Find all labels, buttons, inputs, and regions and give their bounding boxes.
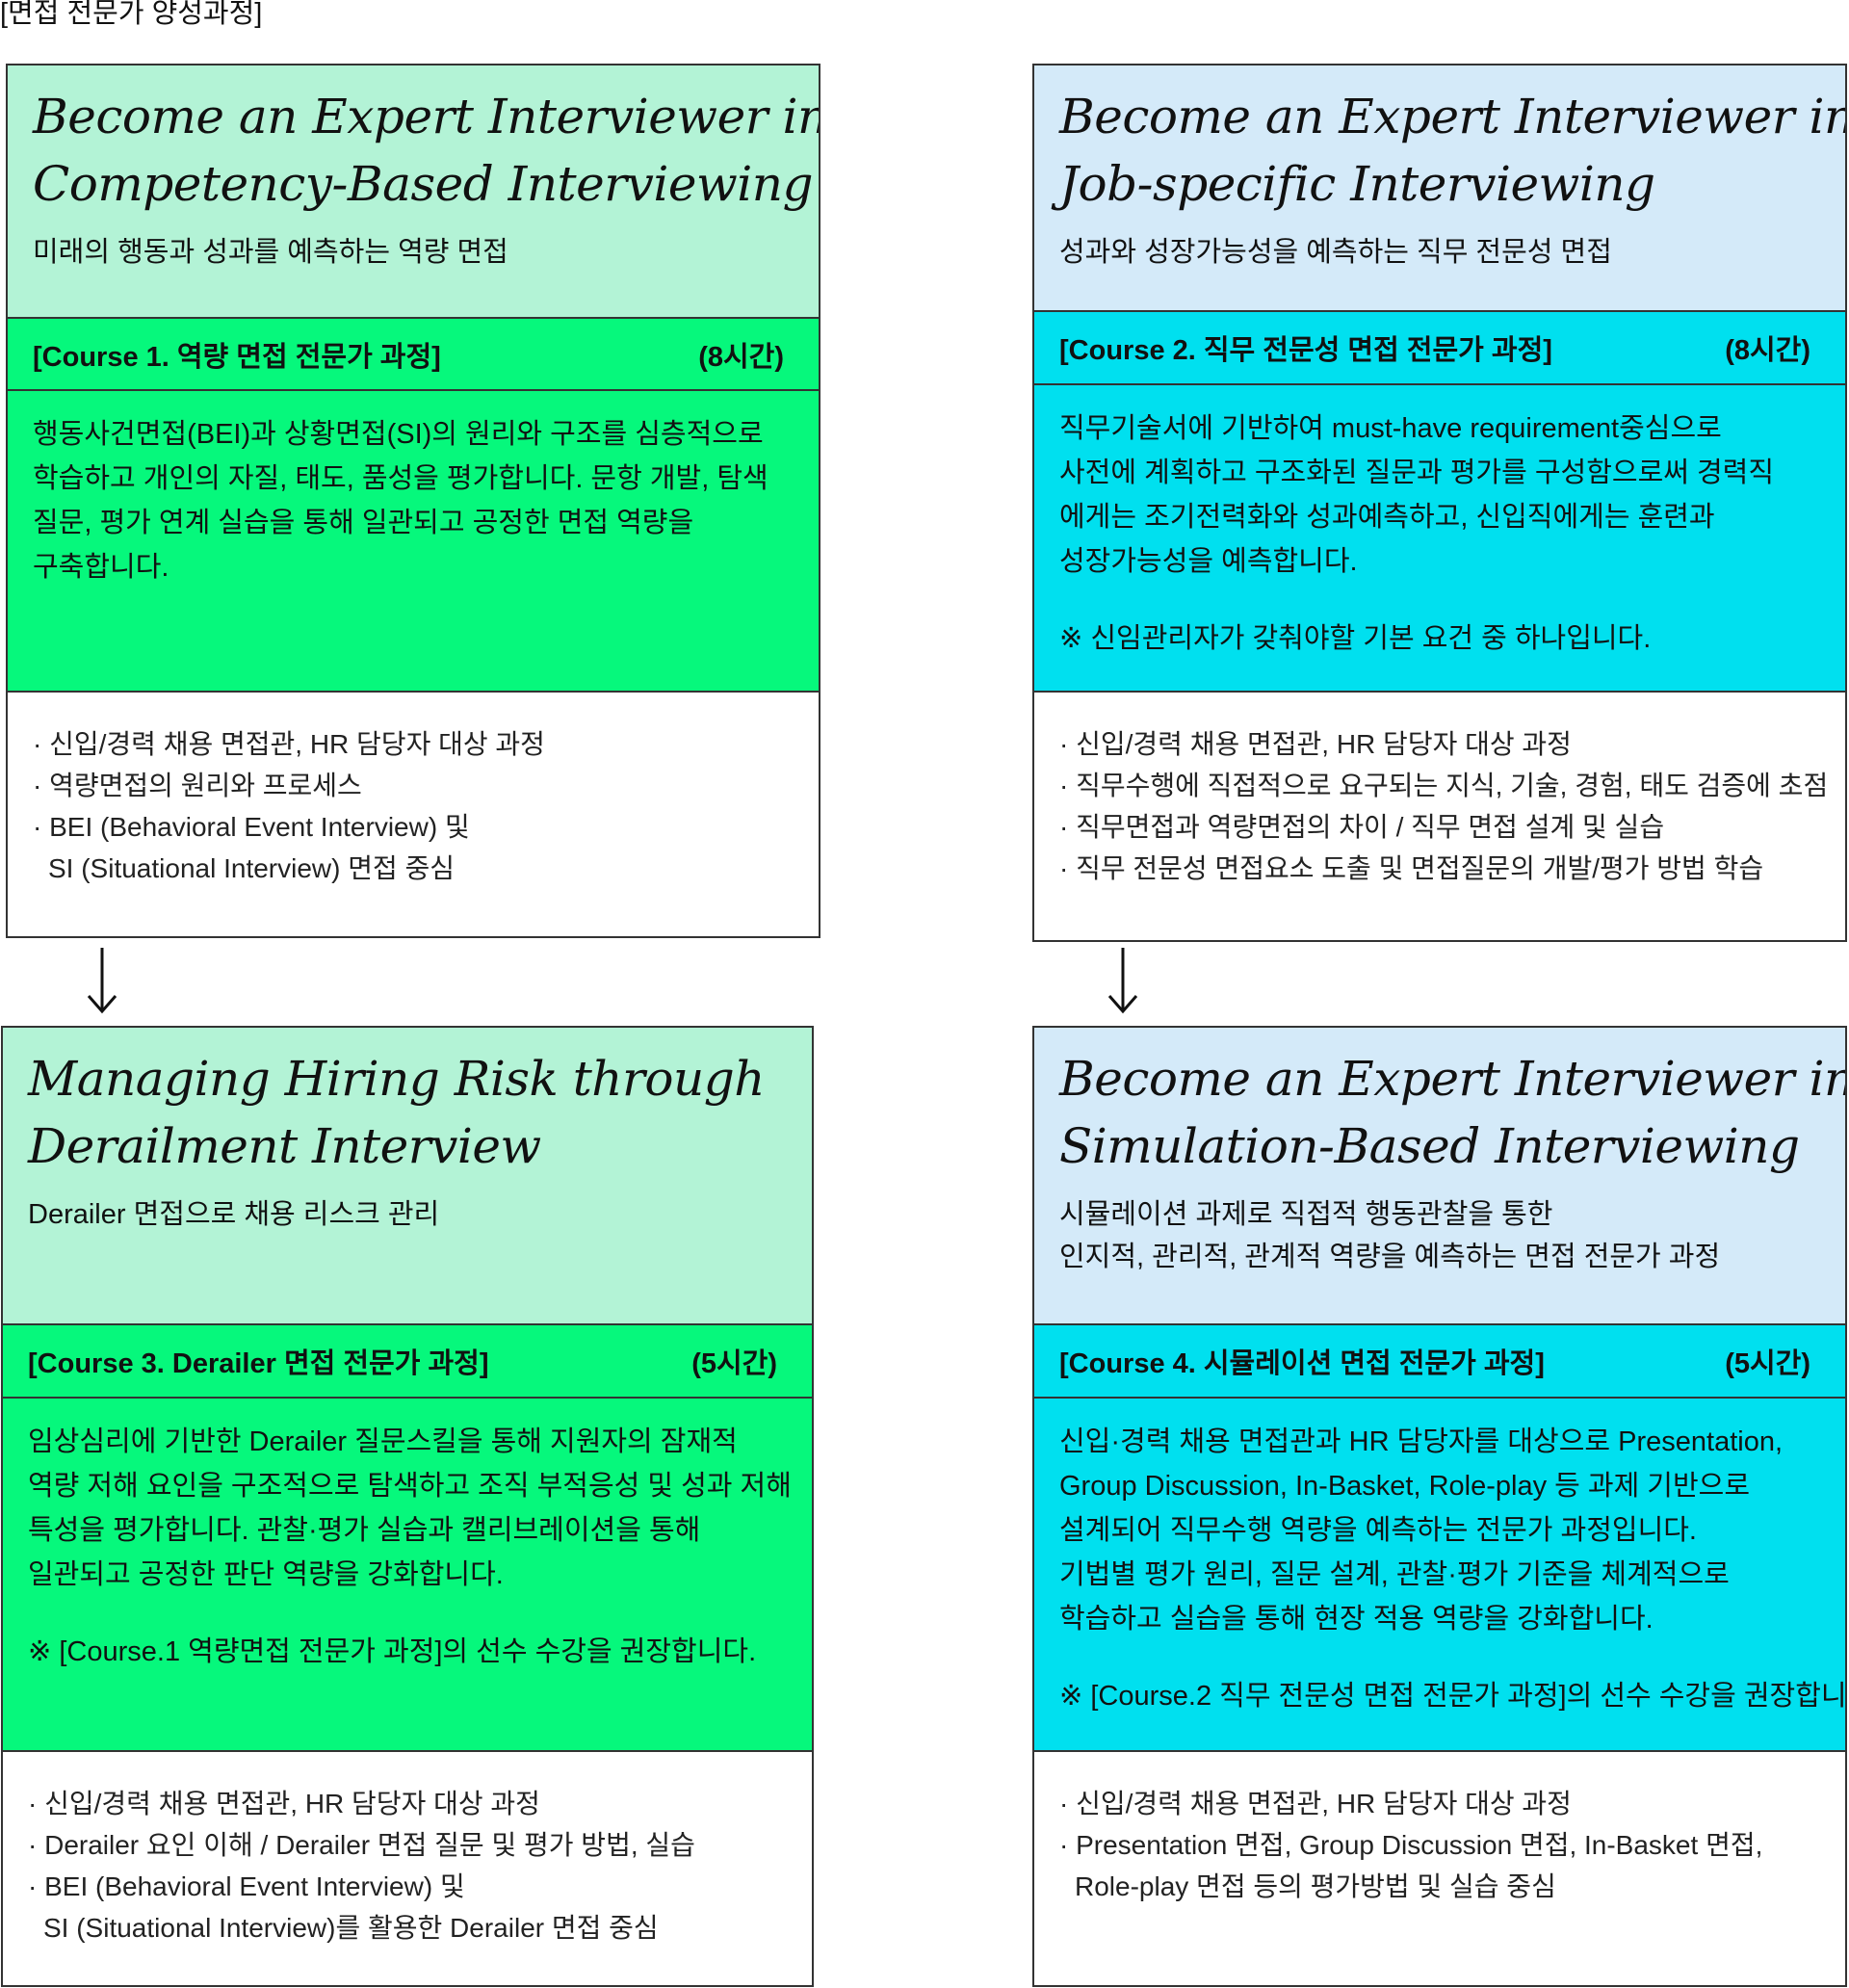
course-name: [Course 3. Derailer 면접 전문가 과정]	[28, 1348, 489, 1379]
card-title-line: Become an Expert Interviewer in	[33, 89, 819, 144]
description-line: 기법별 평가 원리, 질문 설계, 관찰·평가 기준을 체계적으로	[1059, 1559, 1730, 1590]
card-subtitle: 미래의 행동과 성과를 예측하는 역량 면접	[33, 231, 819, 274]
course-note: ※ [Course.2 직무 전문성 면접 전문가 과정]의 선수 수강을 권장…	[1059, 1681, 1845, 1712]
course-title-bar: [Course 4. 시뮬레이션 면접 전문가 과정] (5시간)	[1034, 1325, 1845, 1399]
course-hours: (5시간)	[1725, 1348, 1810, 1379]
list-item: · 직무면접과 역량면접의 차이 / 직무 면접 설계 및 실습	[1059, 812, 1665, 842]
course-title-bar: [Course 2. 직무 전문성 면접 전문가 과정] (8시간)	[1034, 312, 1845, 385]
card-subtitle-line: 인지적, 관리적, 관계적 역량을 예측하는 면접 전문가 과정	[1059, 1242, 1721, 1272]
card-title-line: Competency-Based Interviewing	[33, 156, 813, 212]
course-hours: (8시간)	[1725, 335, 1810, 366]
description-line: 신입·경력 채용 면접관과 HR 담당자를 대상으로 Presentation,	[1059, 1426, 1784, 1457]
description-line: 구축합니다.	[33, 552, 169, 583]
list-item: SI (Situational Interview) 면접 중심	[48, 853, 456, 883]
card-header: Become an Expert Interviewer in Job-speci…	[1034, 65, 1845, 312]
course-title-bar: [Course 3. Derailer 면접 전문가 과정] (5시간)	[3, 1325, 812, 1399]
list-item: · BEI (Behavioral Event Interview) 및	[33, 812, 470, 842]
card-header: Become an Expert Interviewer in Simulatio…	[1034, 1028, 1845, 1325]
description-line: 일관되고 공정한 판단 역량을 강화합니다.	[28, 1559, 504, 1590]
course-details-list: · 신입/경력 채용 면접관, HR 담당자 대상 과정 · Presentati…	[1034, 1752, 1845, 1985]
list-item: · 신입/경력 채용 면접관, HR 담당자 대상 과정	[1059, 729, 1572, 759]
list-item: · 신입/경력 채용 면접관, HR 담당자 대상 과정	[1059, 1789, 1572, 1818]
description-line: 임상심리에 기반한 Derailer 질문스킬을 통해 지원자의 잠재적	[28, 1426, 738, 1457]
course-hours: (5시간)	[691, 1348, 777, 1379]
description-line: 질문, 평가 연계 실습을 통해 일관되고 공정한 면접 역량을	[33, 508, 694, 538]
course-details-list: · 신입/경력 채용 면접관, HR 담당자 대상 과정 · 역량면접의 원리와 …	[8, 693, 819, 936]
card-subtitle: Derailer 면접으로 채용 리스크 관리	[28, 1193, 812, 1236]
arrow-down-icon	[1107, 948, 1138, 1014]
description-line: 역량 저해 요인을 구조적으로 탐색하고 조직 부적응성 및 성과 저해	[28, 1471, 792, 1502]
list-item: Role-play 면접 등의 평가방법 및 실습 중심	[1075, 1871, 1556, 1901]
course-card-job-specific: Become an Expert Interviewer in Job-speci…	[1032, 64, 1847, 942]
card-title-line: Derailment Interview	[28, 1118, 541, 1174]
list-item: · BEI (Behavioral Event Interview) 및	[28, 1871, 465, 1901]
card-subtitle-line: 시뮬레이션 과제로 직접적 행동관찰을 통한	[1059, 1199, 1553, 1230]
list-item: · 신입/경력 채용 면접관, HR 담당자 대상 과정	[33, 729, 545, 759]
description-line: 직무기술서에 기반하여 must-have requirement중심으로	[1059, 413, 1722, 444]
course-hours: (8시간)	[698, 341, 784, 373]
card-header: Become an Expert Interviewer in Competenc…	[8, 65, 819, 319]
list-item: · Presentation 면접, Group Discussion 면접, …	[1059, 1830, 1763, 1860]
card-title-line: Simulation-Based Interviewing	[1059, 1118, 1800, 1174]
course-note: ※ [Course.1 역량면접 전문가 과정]의 선수 수강을 권장합니다.	[28, 1636, 757, 1667]
course-description: 신입·경력 채용 면접관과 HR 담당자를 대상으로 Presentation,…	[1034, 1399, 1845, 1752]
card-subtitle-line: 성과와 성장가능성을 예측하는 직무 전문성 면접	[1059, 237, 1612, 268]
course-name: [Course 2. 직무 전문성 면접 전문가 과정]	[1059, 335, 1552, 366]
description-line: 특성을 평가합니다. 관찰·평가 실습과 캘리브레이션을 통해	[28, 1515, 701, 1546]
course-details-list: · 신입/경력 채용 면접관, HR 담당자 대상 과정 · 직무수행에 직접적으…	[1034, 693, 1845, 940]
description-line: 사전에 계획하고 구조화된 질문과 평가를 구성함으로써 경력직	[1059, 458, 1775, 488]
description-line: 설계되어 직무수행 역량을 예측하는 전문가 과정입니다.	[1059, 1515, 1697, 1546]
course-card-competency: Become an Expert Interviewer in Competenc…	[6, 64, 820, 938]
course-note: ※ 신임관리자가 갖춰야할 기본 요건 중 하나입니다.	[1059, 623, 1652, 654]
description-line: 학습하고 실습을 통해 현장 적용 역량을 강화합니다.	[1059, 1604, 1654, 1635]
card-subtitle-line: 미래의 행동과 성과를 예측하는 역량 면접	[33, 237, 508, 268]
card-title-line: Managing Hiring Risk through	[28, 1051, 765, 1107]
card-title-line: Become an Expert Interviewer in	[1059, 1051, 1845, 1107]
list-item: · 직무 전문성 면접요소 도출 및 면접질문의 개발/평가 방법 학습	[1059, 853, 1764, 883]
description-line: 에게는 조기전력화와 성과예측하고, 신입직에게는 훈련과	[1059, 502, 1715, 533]
list-item: · 신입/경력 채용 면접관, HR 담당자 대상 과정	[28, 1789, 540, 1818]
course-card-simulation: Become an Expert Interviewer in Simulatio…	[1032, 1026, 1847, 1987]
course-details-list: · 신입/경력 채용 면접관, HR 담당자 대상 과정 · Derailer 요…	[3, 1752, 812, 1985]
list-item: SI (Situational Interview)를 활용한 Derailer…	[43, 1913, 659, 1943]
arrow-down-icon	[87, 948, 117, 1014]
description-line: Group Discussion, In-Basket, Role-play 등…	[1059, 1471, 1751, 1502]
list-item: · 직무수행에 직접적으로 요구되는 지식, 기술, 경험, 태도 검증에 초점	[1059, 771, 1829, 800]
list-item: · 역량면접의 원리와 프로세스	[33, 771, 362, 800]
card-title-line: Become an Expert Interviewer in	[1059, 89, 1845, 144]
course-name: [Course 1. 역량 면접 전문가 과정]	[33, 341, 441, 373]
card-subtitle-line: Derailer 면접으로 채용 리스크 관리	[28, 1199, 440, 1230]
description-line: 학습하고 개인의 자질, 태도, 품성을 평가합니다. 문항 개발, 탐색	[33, 463, 768, 494]
list-item: · Derailer 요인 이해 / Derailer 면접 질문 및 평가 방…	[28, 1830, 695, 1860]
card-title-line: Job-specific Interviewing	[1059, 156, 1655, 212]
course-name: [Course 4. 시뮬레이션 면접 전문가 과정]	[1059, 1348, 1545, 1379]
page-label: [면접 전문가 양성과정]	[0, 0, 263, 29]
description-line: 행동사건면접(BEI)과 상황면접(SI)의 원리와 구조를 심층적으로	[33, 419, 764, 450]
description-line: 성장가능성을 예측합니다.	[1059, 546, 1358, 577]
card-subtitle: 성과와 성장가능성을 예측하는 직무 전문성 면접	[1059, 231, 1845, 274]
course-title-bar: [Course 1. 역량 면접 전문가 과정] (8시간)	[8, 319, 819, 391]
